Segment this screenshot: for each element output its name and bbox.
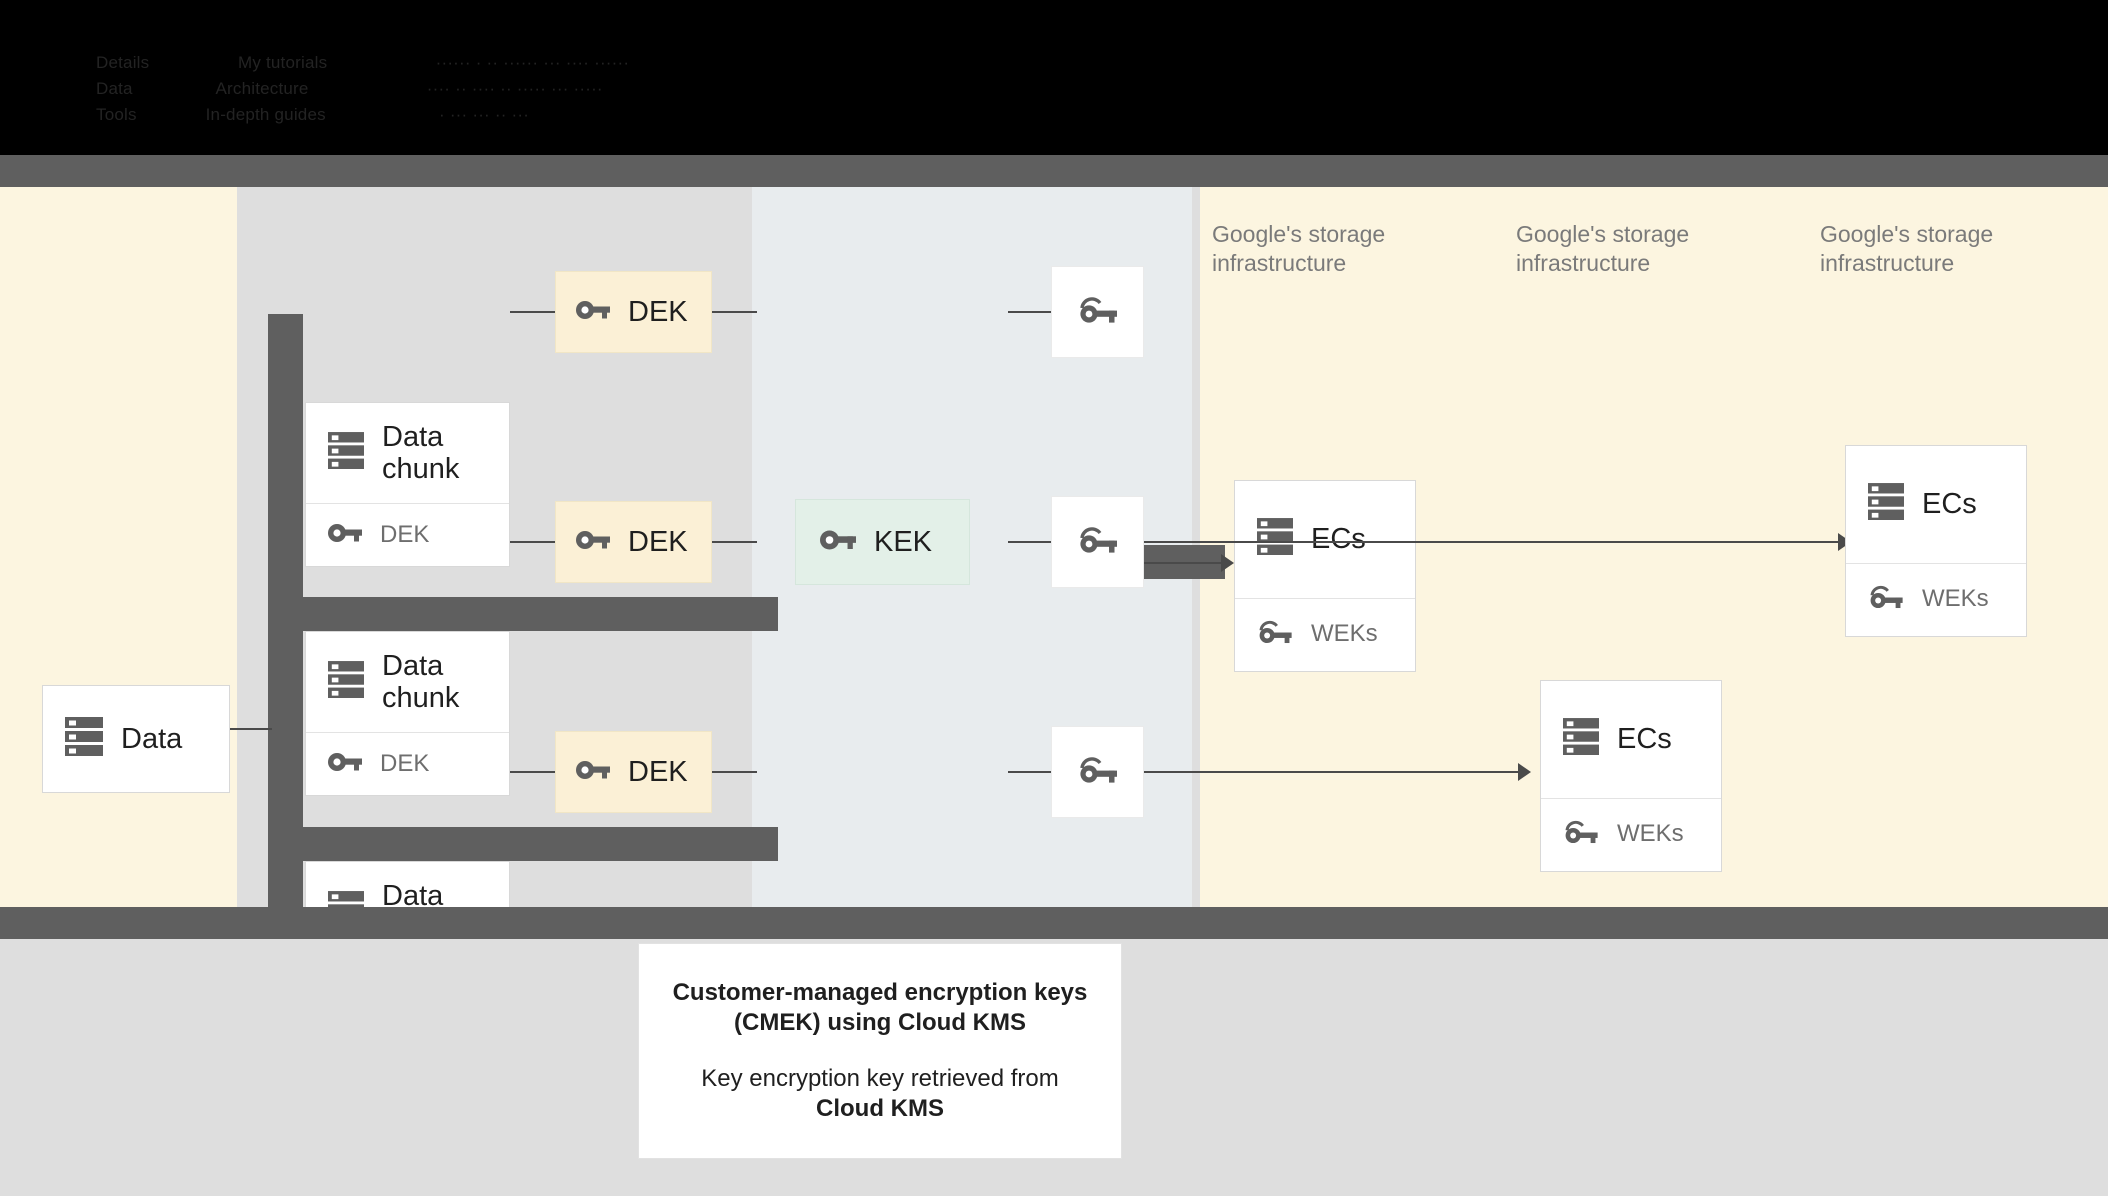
database-icon — [328, 430, 364, 477]
caption-subline: Key encryption key retrieved from Cloud … — [639, 1064, 1121, 1124]
data-chunk-label: Data chunk — [382, 420, 460, 486]
ecs-label: ECs — [1617, 723, 1672, 756]
connector-dek1-out — [712, 311, 757, 313]
data-chunk-card[interactable]: Data chunk DEK — [305, 402, 510, 567]
kek-label: KEK — [874, 525, 933, 558]
database-icon — [1257, 516, 1293, 563]
ecs-label: ECs — [1311, 523, 1366, 556]
ecs-card[interactable]: ECs WEKs — [1540, 680, 1722, 872]
connector-chunk1-to-dek1 — [510, 311, 555, 313]
fanout-bracket-row-1 — [268, 597, 778, 631]
dek-box[interactable]: DEK — [555, 501, 712, 583]
wrapped-key-icon — [1563, 818, 1599, 851]
wrapped-key-box[interactable] — [1051, 726, 1144, 818]
key-icon — [576, 299, 610, 326]
storage-infrastructure-label: Google's storage infrastructure — [1820, 221, 1994, 276]
dek-label: DEK — [628, 525, 688, 558]
database-icon — [1868, 481, 1904, 528]
arrow-line-to-ecs-3 — [1144, 771, 1529, 773]
connector-data-to-bracket — [230, 728, 272, 730]
key-icon — [328, 522, 362, 549]
wrapped-key-icon — [1078, 294, 1118, 331]
obscured-nav-line-1: Details My tutorials ······ · ·· ······ … — [96, 53, 630, 72]
caption-headline: Customer-managed encryption keys (CMEK) … — [672, 979, 1088, 1036]
key-icon — [576, 529, 610, 556]
ecs-label: ECs — [1922, 488, 1977, 521]
dek-box[interactable]: DEK — [555, 271, 712, 353]
data-source-label: Data — [121, 722, 183, 755]
database-icon — [1563, 716, 1599, 763]
connector-to-wrapped-key-2 — [1008, 541, 1051, 543]
top-divider-band — [0, 155, 2108, 187]
ecs-card[interactable]: ECs WEKs — [1845, 445, 2027, 637]
connector-dek2-out — [712, 541, 757, 543]
connector-chunk3-to-dek3 — [510, 771, 555, 773]
kek-box[interactable]: KEK — [795, 499, 970, 585]
storage-infrastructure-label: Google's storage infrastructure — [1516, 221, 1690, 276]
arrow-line-to-ecs-1 — [1144, 562, 1232, 564]
ecs-card[interactable]: ECs WEKs — [1234, 480, 1416, 672]
diagram-canvas: Data Data chunk — [0, 187, 2108, 1026]
data-chunk-key-label: DEK — [380, 520, 430, 548]
dek-label: DEK — [628, 295, 688, 328]
storage-infrastructure-label: Google's storage infrastructure — [1212, 221, 1386, 276]
connector-dek3-out — [712, 771, 757, 773]
database-icon — [328, 659, 364, 706]
arrow-head-to-ecs-1 — [1221, 554, 1234, 572]
dek-label: DEK — [628, 755, 688, 788]
wrapped-key-icon — [1868, 583, 1904, 616]
connector-chunk2-to-dek2 — [510, 541, 555, 543]
connector-to-wrapped-key-3 — [1008, 771, 1051, 773]
key-icon — [576, 759, 610, 786]
caption-subline-prefix: Key encryption key retrieved from — [701, 1065, 1059, 1092]
obscured-nav-line-3: Tools In-depth guides · ··· ··· ·· ··· — [96, 105, 530, 124]
wrapped-key-box[interactable] — [1051, 266, 1144, 358]
data-chunk-card[interactable]: Data chunk DEK — [305, 631, 510, 796]
connector-to-wrapped-key-1 — [1008, 311, 1051, 313]
wrapped-key-icon — [1257, 618, 1293, 651]
bottom-divider-band — [0, 907, 2108, 939]
ecs-key-label: WEKs — [1922, 585, 1989, 613]
data-source-card[interactable]: Data — [42, 685, 230, 793]
arrow-head-to-ecs-3 — [1518, 763, 1531, 781]
wrapped-key-box[interactable] — [1051, 496, 1144, 588]
caption-subline-bold: Cloud KMS — [816, 1095, 944, 1122]
obscured-nav-line-2: Data Architecture ···· ·· ···· ·· ····· … — [96, 79, 603, 98]
ecs-key-label: WEKs — [1617, 820, 1684, 848]
key-icon — [328, 751, 362, 778]
arrow-line-to-ecs-2 — [1144, 541, 1849, 543]
obscured-navigation-bar: Details My tutorials ······ · ·· ······ … — [0, 0, 2108, 155]
diagram-caption-box: Customer-managed encryption keys (CMEK) … — [638, 943, 1122, 1159]
wrapped-key-icon — [1078, 754, 1118, 791]
database-icon — [65, 715, 103, 764]
ecs-key-label: WEKs — [1311, 620, 1378, 648]
data-chunk-label: Data chunk — [382, 649, 460, 715]
fanout-bracket-row-2 — [268, 827, 778, 861]
dek-box[interactable]: DEK — [555, 731, 712, 813]
key-icon — [820, 528, 856, 557]
wrapped-key-icon — [1078, 524, 1118, 561]
data-chunk-key-label: DEK — [380, 749, 430, 777]
